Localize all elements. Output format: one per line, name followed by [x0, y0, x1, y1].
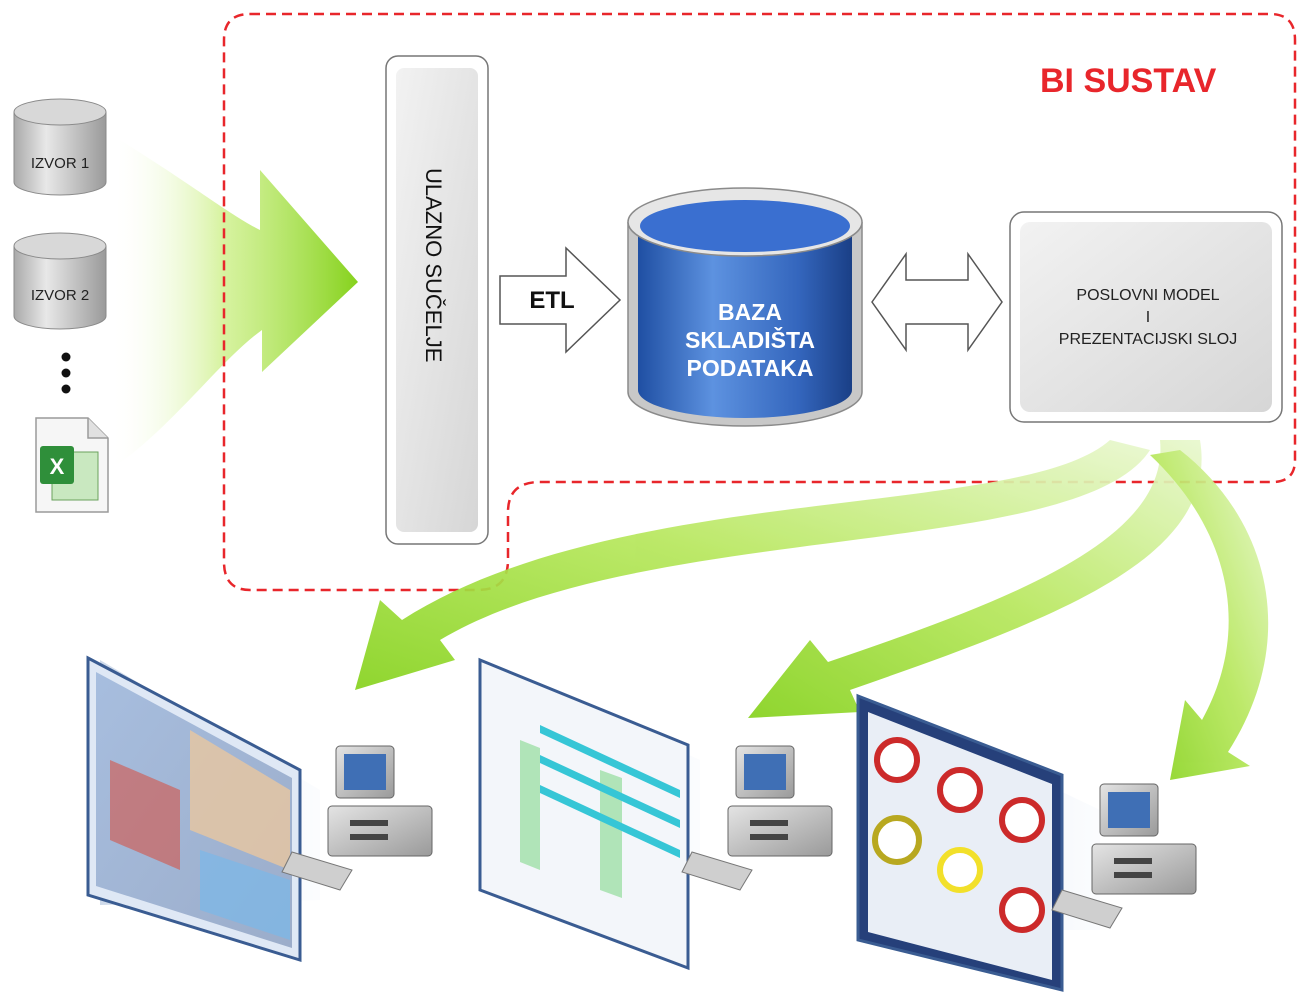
presentation-label-line1: POSLOVNI MODEL: [1076, 287, 1219, 304]
client-workstation-2: [478, 657, 833, 971]
bi-system-title: BI SUSTAV: [1040, 62, 1217, 100]
warehouse-label-line2: SKLADIŠTA: [685, 326, 815, 353]
input-interface-label: ULAZNO SUČELJE: [421, 168, 446, 362]
client-workstation-1: [86, 655, 433, 963]
source-database-1: IZVOR 1: [13, 98, 107, 196]
client-workstation-3: [856, 693, 1197, 992]
database-icon: [627, 187, 863, 427]
warehouse-label-line1: BAZA: [718, 299, 782, 325]
monitor-icon: [86, 655, 302, 963]
warehouse-label-line3: PODATAKA: [687, 355, 814, 381]
source-database-2: IZVOR 2: [13, 232, 107, 330]
source-1-label: IZVOR 1: [31, 155, 89, 172]
svg-text:X: X: [50, 454, 65, 479]
bidirectional-arrow: [871, 251, 1003, 353]
etl-label: ETL: [529, 287, 574, 314]
excel-file-icon: X: [35, 417, 109, 513]
source-2-label: IZVOR 2: [31, 287, 89, 304]
database-icon: [13, 98, 107, 196]
output-flow-arrows: [355, 440, 1269, 780]
computer-icon: [1051, 783, 1197, 929]
data-warehouse: BAZA SKLADIŠTA PODATAKA: [627, 187, 863, 427]
bi-system-boundary: [222, 12, 1297, 592]
monitor-icon: [478, 657, 690, 971]
more-sources-ellipsis-icon: [61, 352, 71, 394]
presentation-label-line3: PREZENTACIJSKI SLOJ: [1059, 331, 1237, 348]
presentation-label-line2: I: [1146, 309, 1150, 326]
monitor-icon: [856, 693, 1064, 992]
etl-arrow: ETL: [499, 246, 622, 354]
computer-icon: [681, 745, 833, 891]
source-flow-arrow: [110, 140, 358, 470]
computer-icon: [281, 745, 433, 891]
database-icon: [13, 232, 107, 330]
input-interface-panel: ULAZNO SUČELJE: [385, 55, 489, 545]
presentation-layer-box: POSLOVNI MODEL I PREZENTACIJSKI SLOJ: [1009, 211, 1283, 423]
